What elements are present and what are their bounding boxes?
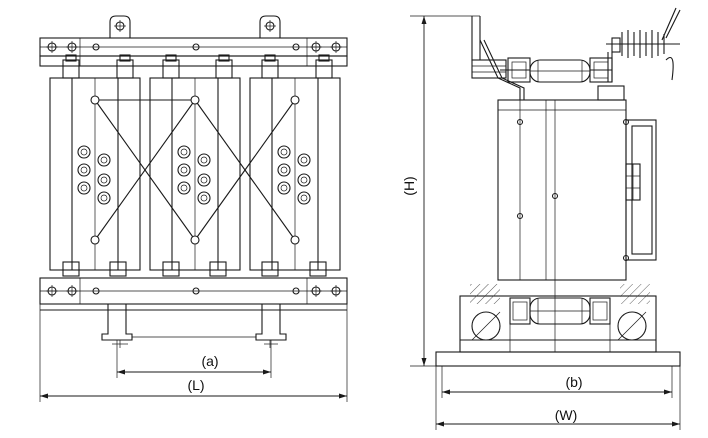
dimension-H: (H) [401,15,480,367]
dimension-b: (b) [442,374,672,395]
bottom-clamp-beam [39,277,348,330]
dimension-a: (a) [116,340,272,378]
side-terminal-box [625,119,657,261]
base-frame [40,304,347,348]
front-view: (a) (L) [39,15,348,402]
connection-leads [90,95,300,245]
top-insulator [500,57,613,83]
dimension-W: (W) [436,407,680,427]
enclosure [497,85,630,281]
side-view: (H) [401,7,681,430]
coil-phase-a [49,77,141,271]
dimension-H-label: (H) [401,176,417,195]
surge-arrester [606,7,681,82]
tap-terminals [77,145,311,205]
coil-phase-b [149,77,241,271]
base-plate [435,351,681,430]
coil-bottom-supports [62,261,327,277]
dimension-L-label: (L) [187,377,204,393]
dimension-L: (L) [39,330,348,402]
dimension-a-label: (a) [201,353,218,369]
bottom-support-assembly [459,280,657,353]
top-lifting-lug-left [109,15,131,38]
dimension-W-label: (W) [555,407,578,423]
lead-bracket [471,16,531,100]
coil-phase-c [249,77,341,271]
top-clamp-beam [39,37,348,67]
dimension-b-label: (b) [565,374,582,390]
top-lifting-lug-right [259,15,281,38]
